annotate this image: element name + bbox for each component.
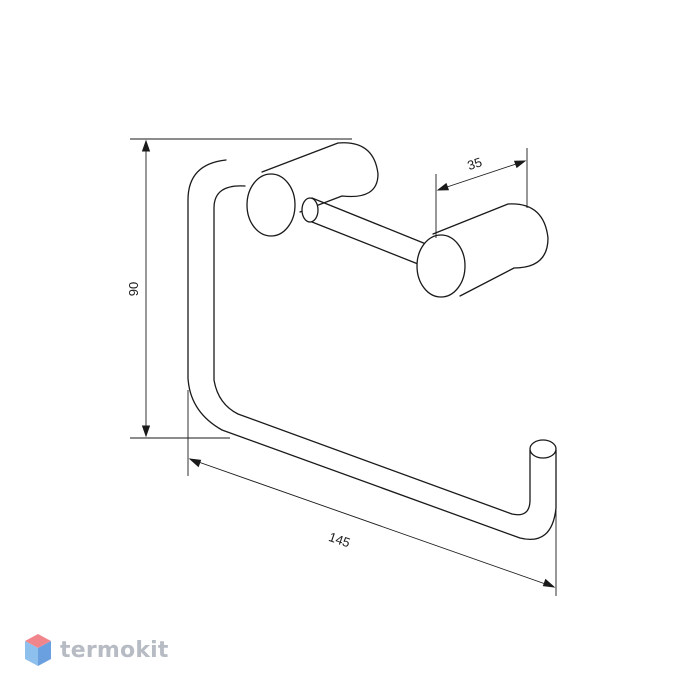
dimension-width (187, 390, 557, 596)
end-cap-cylinder (416, 203, 549, 298)
dimension-height-label: 90 (126, 282, 141, 296)
dimension-depth-label: 35 (465, 154, 483, 173)
dimension-width-label: 145 (327, 529, 352, 550)
cross-bar (301, 197, 427, 265)
dimension-depth (435, 148, 528, 238)
dimension-height (130, 138, 352, 439)
cube-logo-icon (25, 634, 51, 666)
brand-logo: termokit (24, 630, 169, 670)
wall-mount-cylinder (246, 142, 379, 237)
brand-name: termokit (60, 637, 169, 663)
holder-rod-outline (187, 159, 557, 540)
